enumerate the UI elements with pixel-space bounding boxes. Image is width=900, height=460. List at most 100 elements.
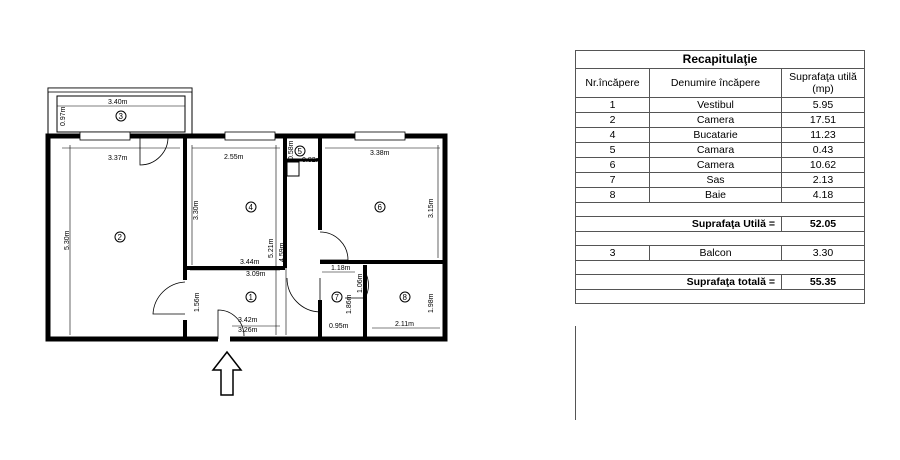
room-3-number: 3: [119, 112, 124, 121]
spacer-row: [574, 202, 866, 217]
table-row: 6 Camera 10.62: [575, 157, 866, 173]
cell-nr: 7: [575, 172, 650, 188]
cell-area: 4.18: [780, 187, 866, 203]
window-room2: [79, 131, 131, 141]
floor-plan: 3.40m 0.97m 3 3.37m 5.30m 2.55m 3.30m 0.…: [45, 87, 448, 396]
room-1-marker: [245, 291, 257, 303]
outer-wall: [45, 133, 448, 342]
table-row: 5 Camara 0.43: [575, 142, 866, 158]
recap-title: Recapitulaţie: [574, 50, 866, 69]
useful-area-label: Suprafaţa Utilă =: [575, 216, 782, 232]
cell-area: 2.13: [780, 172, 866, 188]
door-room2: [139, 135, 169, 166]
door-entrance: [217, 309, 245, 339]
room-5-marker: [294, 145, 306, 157]
cell-area: 5.95: [780, 97, 866, 113]
cell-name: Camera: [649, 112, 782, 128]
table-row: 8 Baie 4.18: [575, 187, 866, 203]
cell-nr: 4: [575, 127, 650, 143]
door-bath: [345, 271, 369, 299]
door-vestibul-room2: [152, 281, 186, 315]
dim-room5-width: 0.82m: [302, 157, 322, 164]
col-header-nr: Nr.încăpere: [575, 68, 650, 98]
balcony-row: 3 Balcon 3.30: [575, 245, 866, 261]
cell-nr: 3: [575, 245, 650, 261]
room-8-marker: [399, 291, 411, 303]
dim-room8-width: 2.11m: [395, 321, 414, 328]
dim-room6-height: 3.15m: [428, 198, 435, 218]
dim-balcony-width: 3.40m: [108, 99, 128, 106]
cell-nr: 6: [575, 157, 650, 173]
room-4-number: 4: [249, 203, 254, 212]
spacer-row: [574, 231, 866, 246]
room-2-marker: [114, 231, 126, 243]
cell-nr: 2: [575, 112, 650, 128]
window-room4: [224, 131, 276, 141]
dim-room7-height-1: 1.06m: [357, 273, 364, 293]
cell-name: Camara: [649, 142, 782, 158]
useful-area-value: 52.05: [780, 216, 866, 232]
room-6-marker: [374, 201, 386, 213]
cell-name: Camera: [649, 157, 782, 173]
dim-room1-height: 1.56m: [194, 292, 201, 312]
cell-nr: 5: [575, 142, 650, 158]
dim-room7-width: 1.18m: [331, 265, 351, 272]
table-extension-line: [575, 326, 576, 420]
entrance-arrow-icon: [211, 350, 243, 396]
dim-room7-height-2: 1.86m: [346, 294, 353, 314]
col-header-name: Denumire încăpere: [649, 68, 782, 98]
recap-table: Recapitulaţie Nr.încăpere Denumire încăp…: [574, 50, 866, 304]
room-7-marker: [331, 291, 343, 303]
dim-wall-a: 5.21m: [268, 238, 275, 258]
dim-balcony-height: 0.97m: [60, 106, 67, 126]
dim-room8-height: 1.98m: [428, 293, 435, 313]
cell-name: Bucatarie: [649, 127, 782, 143]
spacer-row: [574, 289, 866, 304]
total-area-value: 55.35: [780, 274, 866, 290]
cell-area: 11.23: [780, 127, 866, 143]
room-4-marker: [245, 201, 257, 213]
dim-room4-height: 3.30m: [193, 200, 200, 220]
room-1-number: 1: [249, 293, 254, 302]
room-2-number: 2: [118, 233, 123, 242]
dim-room6-width: 3.38m: [370, 150, 390, 157]
pantry-box: [286, 161, 300, 177]
cell-name: Sas: [649, 172, 782, 188]
dim-hall-width-1: 3.44m: [240, 259, 260, 266]
room-5-number: 5: [298, 147, 303, 156]
spacer-row: [574, 260, 866, 275]
dim-room5-height: 0.58m: [288, 140, 295, 160]
total-area-row: Suprafaţa totală = 55.35: [575, 274, 866, 290]
table-row: 1 Vestibul 5.95: [575, 97, 866, 113]
cell-area: 0.43: [780, 142, 866, 158]
cell-name: Balcon: [649, 245, 782, 261]
dim-room7-width-2: 0.95m: [329, 323, 349, 330]
window-room6: [354, 131, 406, 141]
total-area-label: Suprafaţa totală =: [575, 274, 782, 290]
door-sas: [286, 277, 321, 313]
dim-wall-b: 4.59m: [279, 242, 286, 262]
table-row: 7 Sas 2.13: [575, 172, 866, 188]
useful-area-row: Suprafaţa Utilă = 52.05: [575, 216, 866, 232]
room-8-number: 8: [403, 293, 408, 302]
dim-room2-height: 5.30m: [64, 230, 71, 250]
dim-room2-width: 3.37m: [108, 155, 128, 162]
cell-nr: 8: [575, 187, 650, 203]
door-room6: [319, 231, 349, 261]
table-row: 2 Camera 17.51: [575, 112, 866, 128]
cell-area: 3.30: [780, 245, 866, 261]
col-header-area: Suprafaţa utilă (mp): [780, 68, 866, 98]
cell-name: Baie: [649, 187, 782, 203]
balcony-rail: [47, 87, 193, 93]
cell-nr: 1: [575, 97, 650, 113]
dim-hall-width-2: 3.09m: [246, 271, 266, 278]
room-3-marker: [115, 110, 127, 122]
dim-room1-width-1: 3.42m: [238, 317, 258, 324]
room-7-number: 7: [335, 293, 340, 302]
cell-area: 10.62: [780, 157, 866, 173]
room-6-number: 6: [378, 203, 383, 212]
dim-room1-width-2: 3.26m: [238, 327, 258, 334]
cell-area: 17.51: [780, 112, 866, 128]
dim-room4-width: 2.55m: [224, 154, 244, 161]
table-row: 4 Bucatarie 11.23: [575, 127, 866, 143]
